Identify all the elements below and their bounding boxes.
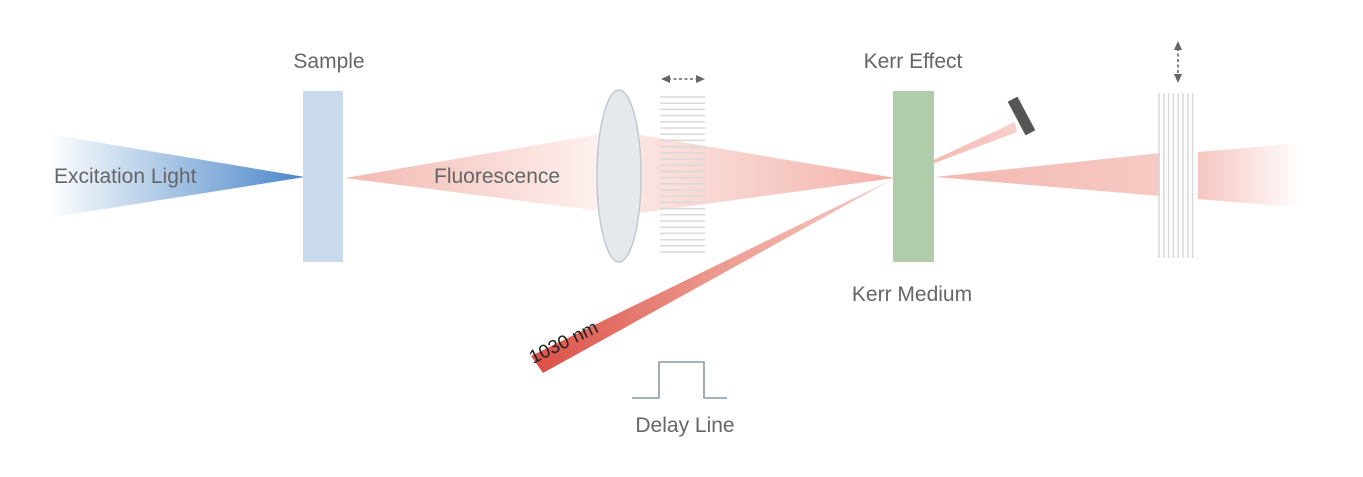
fluorescence-beam-converging [640,135,895,213]
kerr-effect-label: Kerr Effect [864,50,963,73]
excitation-beam [48,134,305,218]
pump-beam [531,178,895,373]
kerr-medium-label: Kerr Medium [852,283,972,306]
pulse-step-icon [632,361,727,399]
double-arrow-horizontal-icon [661,75,705,83]
fluorescence-beam-transmitted [935,153,1160,196]
double-arrow-vertical-icon [1174,41,1182,83]
fluorescence-beam-diverging [345,134,600,211]
delay-line-grating [660,96,705,253]
delay-line-label: Delay Line [635,414,734,437]
beam-dump-mirror [1007,96,1036,136]
sample-label: Sample [293,50,364,73]
excitation-light-label: Excitation Light [54,165,197,188]
fluorescence-beam-exit [1198,143,1303,208]
polarizer-grating [1158,93,1194,258]
fluorescence-label: Fluorescence [434,165,560,188]
sample-slab [303,91,343,262]
lens [596,89,642,263]
kerr-medium-slab [893,91,934,262]
